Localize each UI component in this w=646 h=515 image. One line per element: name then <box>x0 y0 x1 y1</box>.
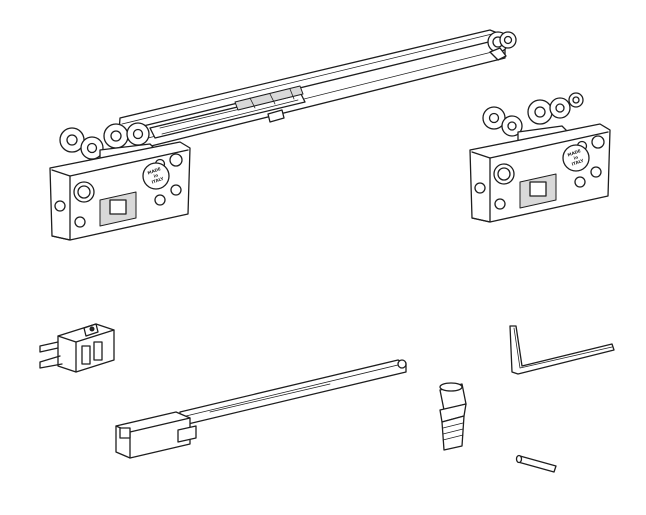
small-pin <box>515 454 557 473</box>
stopper-clip <box>39 323 115 373</box>
hex-key <box>509 325 615 375</box>
soft-close-arm <box>115 359 407 459</box>
stamp-line-1: MADE <box>567 148 582 157</box>
stamp-line-3: ITALY <box>571 157 585 166</box>
stamp-line-3: ITALY <box>151 175 165 184</box>
stamp-line-2: in <box>153 172 159 178</box>
left-roller-carriage: MADE in ITALY <box>49 122 191 241</box>
right-roller-carriage: MADE in ITALY <box>469 92 611 223</box>
stamp-line-1: MADE <box>147 166 162 175</box>
stamp-line-2: in <box>573 154 579 160</box>
long-damper-track-assembly <box>117 29 517 151</box>
guide-pin <box>439 382 467 451</box>
